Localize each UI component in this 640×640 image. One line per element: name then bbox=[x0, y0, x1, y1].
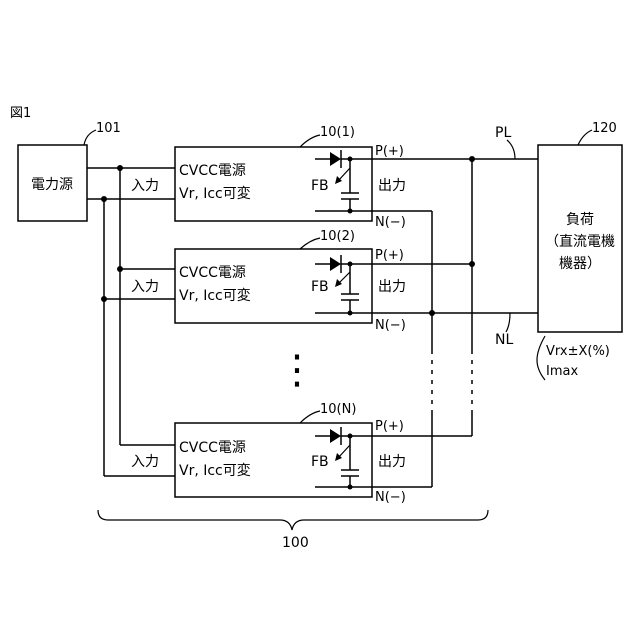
cvcc-unit-2-output-label: 出力 bbox=[378, 279, 406, 295]
group-brace bbox=[98, 510, 488, 530]
power-source-ref: 101 bbox=[96, 121, 121, 136]
cvcc-unit-1-leader bbox=[300, 135, 320, 147]
power-source-label: 電力源 bbox=[31, 177, 73, 193]
pl-leader bbox=[507, 140, 515, 159]
pl-label: PL bbox=[495, 125, 511, 141]
cvcc-unit-n-fb-label: FB bbox=[311, 454, 329, 470]
cvcc-unit-n-title: CVCC電源 bbox=[179, 440, 246, 456]
load-ref: 120 bbox=[592, 121, 617, 136]
power-source-leader bbox=[84, 130, 96, 145]
cvcc-unit-2-title: CVCC電源 bbox=[179, 265, 246, 281]
cvcc-unit-1-box bbox=[175, 147, 372, 221]
cvcc-unit-n-n-terminal: N(−) bbox=[375, 490, 406, 505]
cvcc-unit-1-fb-label: FB bbox=[311, 178, 329, 194]
cvcc-unit-2-p-terminal: P(+) bbox=[375, 248, 404, 263]
cvcc-unit-2-box bbox=[175, 249, 372, 323]
figure-label: 図1 bbox=[10, 106, 31, 121]
cvcc-unit-1-ref: 10(1) bbox=[320, 125, 355, 140]
nl-leader bbox=[506, 313, 510, 332]
cvcc-unit-1-diode-icon bbox=[330, 152, 341, 166]
cvcc-unit-1-n-terminal: N(−) bbox=[375, 215, 406, 230]
cvcc-unit-1-title: CVCC電源 bbox=[179, 163, 246, 179]
load-line-3: 機器） bbox=[559, 256, 601, 272]
load-spec-brace bbox=[537, 336, 545, 380]
cvcc-unit-2-leader bbox=[300, 238, 320, 249]
cvcc-unit-1-output-label: 出力 bbox=[378, 178, 406, 194]
load-line-2: （直流電機 bbox=[545, 233, 615, 250]
cvcc-unit-n-diode-icon bbox=[330, 429, 341, 443]
load-line-1: 負荷 bbox=[566, 212, 594, 228]
cvcc-unit-n-ref: 10(N) bbox=[320, 402, 356, 417]
cvcc-unit-n: CVCC電源 Vr, Icc可変 入力 FB 出力 P(+) N(−) 10(N… bbox=[131, 402, 406, 505]
cvcc-unit-n-p-terminal: P(+) bbox=[375, 419, 404, 434]
cvcc-unit-n-subtitle: Vr, Icc可変 bbox=[179, 462, 251, 479]
cvcc-unit-2-ref: 10(2) bbox=[320, 229, 355, 244]
load-spec-voltage: Vrx±X(%) bbox=[546, 344, 610, 359]
cvcc-unit-1-p-terminal: P(+) bbox=[375, 144, 404, 159]
cvcc-unit-n-box bbox=[175, 423, 372, 497]
cvcc-unit-2-n-terminal: N(−) bbox=[375, 318, 406, 333]
load-leader bbox=[578, 130, 592, 145]
cvcc-unit-2-fb-label: FB bbox=[311, 279, 329, 295]
ellipsis-vertical: ⋮ bbox=[277, 347, 317, 393]
cvcc-unit-1-subtitle: Vr, Icc可変 bbox=[179, 185, 251, 202]
cvcc-unit-1: CVCC電源 Vr, Icc可変 入力 FB 出力 P(+) N(−) 10(1… bbox=[131, 125, 406, 230]
cvcc-unit-n-leader bbox=[300, 411, 320, 423]
cvcc-unit-2-subtitle: Vr, Icc可変 bbox=[179, 287, 251, 304]
load-spec-current: Imax bbox=[546, 364, 578, 379]
nl-label: NL bbox=[495, 332, 513, 348]
cvcc-unit-n-input-label: 入力 bbox=[131, 454, 159, 470]
input-bus bbox=[87, 165, 175, 476]
cvcc-unit-2: CVCC電源 Vr, Icc可変 入力 FB 出力 P(+) N(−) 10(2… bbox=[131, 229, 406, 333]
cvcc-unit-2-diode-icon bbox=[330, 257, 341, 271]
cvcc-unit-1-input-label: 入力 bbox=[131, 178, 159, 194]
cvcc-unit-2-input-label: 入力 bbox=[131, 279, 159, 295]
group-ref: 100 bbox=[282, 535, 309, 551]
cvcc-unit-n-output-label: 出力 bbox=[378, 454, 406, 470]
